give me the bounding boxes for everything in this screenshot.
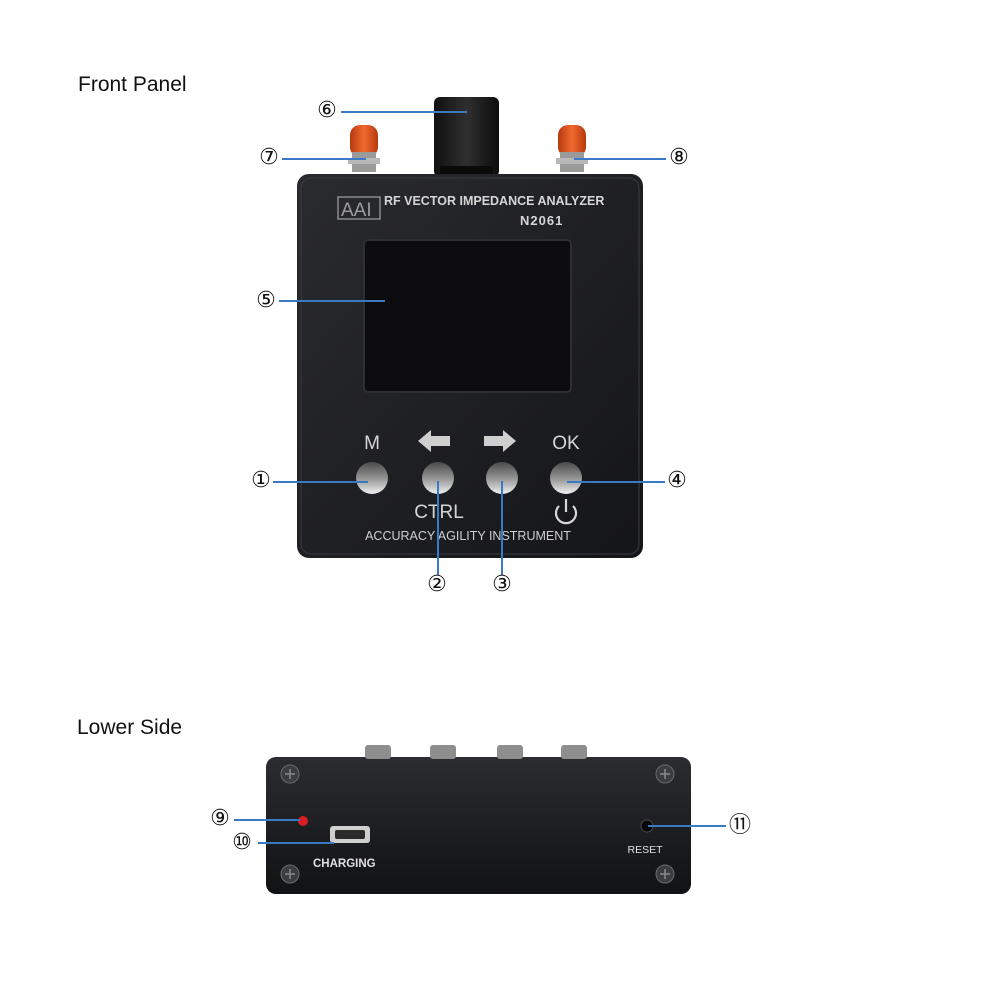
reset-label: RESET [627,844,663,856]
right-sma-connector [556,125,588,172]
ok-button-label: OK [552,433,580,454]
callout-line-1 [273,481,368,483]
callout-6: ⑥ [317,98,337,123]
right-arrow-icon [484,430,516,452]
callout-line-3 [501,481,503,575]
mini-usb-port[interactable] [330,826,370,843]
front-panel-title: Front Panel [78,73,187,96]
lcd-screen [363,239,572,393]
power-icon [554,499,578,525]
lower-top-connectors [365,745,587,759]
ctrl-label: CTRL [414,502,464,523]
footer-slogan: ACCURACY AGILITY INSTRUMENT [365,529,571,543]
left-arrow-icon [418,430,450,452]
m-button[interactable] [356,462,388,494]
callout-line-6 [341,111,467,113]
brand-logo-box [337,196,381,220]
lower-side-body [266,757,691,894]
right-button[interactable] [486,462,518,494]
callout-8: ⑧ [669,145,689,170]
callout-line-11 [648,825,726,827]
callout-1: ① [251,468,271,493]
left-sma-connector [348,125,380,172]
callout-line-5 [279,300,385,302]
callout-7: ⑦ [259,145,279,170]
callout-line-7 [282,158,366,160]
model-label: N2061 [520,213,563,228]
callout-line-10 [258,842,334,844]
charging-label: CHARGING [313,858,376,870]
callout-line-8 [574,158,666,160]
callout-4: ④ [667,468,687,493]
left-button[interactable] [422,462,454,494]
callout-5: ⑤ [256,288,276,313]
brand-logo: AAI [341,200,372,221]
callout-2: ② [427,572,447,597]
lower-side-title: Lower Side [77,716,183,739]
m-button-label: M [364,433,380,454]
ok-button[interactable] [550,462,582,494]
product-line-label: RF VECTOR IMPEDANCE ANALYZER [384,194,604,208]
charging-led [298,816,308,826]
callout-9: ⑨ [210,806,230,831]
callout-line-9 [234,819,300,821]
tuning-knob[interactable] [434,97,499,177]
callout-10: ⑩ [232,830,252,855]
callout-3: ③ [492,572,512,597]
callout-line-4 [567,481,665,483]
callout-line-2 [437,481,439,575]
callout-11: ⑪ [728,813,751,838]
